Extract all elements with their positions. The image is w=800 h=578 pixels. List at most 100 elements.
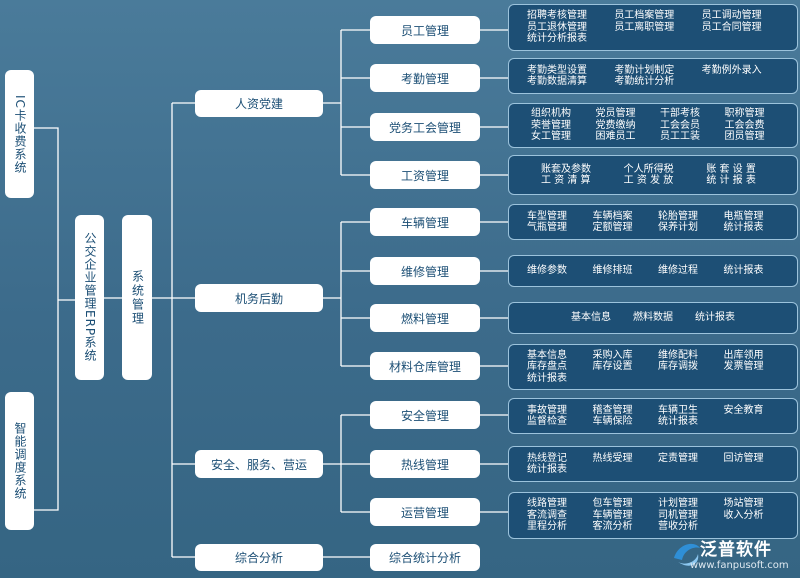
detail-item: 统计报表 [527, 372, 567, 384]
detail-item: 工 资 发 放 [623, 175, 674, 186]
attendance-management-label: 考勤管理 [400, 71, 449, 86]
left-connector [34, 127, 59, 511]
detail-row: 组织机构党员管理干部考核职称管理 [531, 108, 789, 120]
detail-item: 发票管理 [723, 361, 764, 373]
vehicle-management-label: 车辆管理 [400, 215, 449, 230]
detail-item: 里程分析 [527, 521, 567, 533]
detail-row: 统计报表 [527, 464, 789, 476]
material-warehouse-box: 材料仓库管理 [370, 352, 480, 380]
party-union-detail-box: 组织机构党员管理干部考核职称管理 荣誉管理党费缴纳工会会员工会会费 女工管理困难… [508, 103, 798, 148]
detail-item: 考勤计划制定 [614, 64, 675, 76]
detail-item: 员工档案管理 [614, 10, 675, 22]
attendance-detail-box: 考勤类型设置考勤计划制定考勤例外录入 考勤数据清算考勤统计分析 [508, 58, 798, 94]
detail-item: 组织机构 [531, 108, 571, 120]
detail-item: 定责管理 [658, 452, 698, 464]
staff-management-box: 员工管理 [370, 16, 480, 44]
detail-row: 工 资 清 算工 资 发 放统 计 报 表 [541, 175, 789, 187]
comprehensive-statistics-label: 综合统计分析 [388, 551, 461, 565]
safety-service-ops-box: 安全、服务、营运 [195, 450, 323, 478]
detail-item: 营收分析 [658, 521, 698, 533]
detail-item: 车辆保险 [592, 416, 633, 427]
attendance-management-box: 考勤管理 [370, 64, 480, 92]
detail-item: 基本信息 [571, 312, 611, 324]
staff-management-label: 员工管理 [400, 23, 449, 38]
system-management-label: 系统管理 [130, 269, 145, 326]
comprehensive-analysis-box: 综合分析 [195, 544, 323, 571]
detail-item: 气瓶管理 [527, 222, 567, 233]
detail-item: 定额管理 [592, 222, 633, 233]
erp-system-box: 公交企业管理ERP系统 [75, 215, 104, 380]
operations-management-box: 运营管理 [370, 498, 480, 526]
detail-item: 荣誉管理 [531, 119, 571, 131]
fanpu-logo-icon [674, 543, 700, 566]
detail-row: 气瓶管理 定额管理 保养计划 统计报表 [527, 222, 789, 234]
detail-item: 热线受理 [592, 452, 633, 464]
detail-item: 保养计划 [658, 222, 698, 233]
detail-row: 考勤类型设置考勤计划制定考勤例外录入 [527, 65, 789, 77]
detail-item: 客流调查 [527, 509, 567, 521]
detail-item: 统计报表 [723, 222, 764, 233]
detail-item: 工 资 清 算 [541, 175, 591, 186]
detail-item: 维修配料 [658, 349, 698, 361]
detail-row: 热线登记 热线受理 定责管理 回访管理 [527, 453, 789, 465]
repair-detail-box: 维修参数维修排班维修过程统计报表 [508, 255, 798, 287]
detail-item: 统 计 报 表 [706, 175, 756, 186]
detail-item: 车辆卫生 [658, 404, 698, 416]
operations-detail-box: 线路管理包车管理计划管理场站管理 客流调查车辆管理司机管理收入分析 里程分析客流… [508, 492, 798, 539]
detail-item: 员工离职管理 [614, 21, 675, 33]
detail-item: 基本信息 [527, 349, 567, 361]
detail-item: 客流分析 [592, 521, 633, 533]
detail-row: 员工退休管理员工离职管理员工合同管理 [527, 22, 789, 34]
vehicle-management-box: 车辆管理 [370, 208, 480, 236]
detail-row: 客流调查车辆管理司机管理收入分析 [527, 510, 789, 522]
smart-dispatch-system-box: 智能调度系统 [5, 392, 34, 530]
detail-item: 统计报表 [658, 416, 698, 427]
detail-item: 出库领用 [723, 349, 764, 361]
detail-item: 工会会员 [660, 119, 700, 131]
detail-item: 干部考核 [660, 108, 700, 120]
logistics-label: 机务后勤 [234, 291, 283, 306]
hotline-management-label: 热线管理 [400, 457, 449, 472]
fuel-management-label: 燃料管理 [400, 311, 449, 326]
detail-item: 团员管理 [724, 131, 765, 143]
repair-management-label: 维修管理 [400, 264, 449, 279]
detail-item: 考勤数据清算 [527, 76, 587, 87]
detail-item: 事故管理 [527, 404, 567, 416]
detail-item: 轮胎管理 [658, 210, 698, 222]
detail-item: 员工工装 [660, 131, 700, 143]
detail-row: 统计报表 [527, 373, 789, 385]
detail-item: 党费缴纳 [595, 119, 636, 131]
detail-item: 维修排班 [592, 265, 633, 277]
detail-item: 账 套 设 置 [706, 163, 756, 175]
detail-row: 账套及参数个人所得税账 套 设 置 [541, 164, 789, 176]
detail-item: 司机管理 [658, 509, 698, 521]
detail-row: 监督检查车辆保险统计报表 [527, 416, 789, 428]
detail-item: 回访管理 [723, 452, 764, 464]
erp-system-label: 公交企业管理ERP系统 [83, 232, 97, 363]
smart-dispatch-system-label: 智能调度系统 [13, 422, 27, 500]
party-union-management-label: 党务工会管理 [388, 120, 461, 135]
salary-management-label: 工资管理 [400, 168, 449, 183]
detail-item: 燃料数据 [633, 312, 673, 324]
vehicle-detail-box: 车型管理车辆档案轮胎管理电瓶管理 气瓶管理定额管理保养计划统计报表 [508, 204, 798, 240]
detail-item: 个人所得税 [623, 163, 674, 175]
detail-row: 女工管理困难员工员工工装团员管理 [531, 131, 789, 143]
detail-item: 场站管理 [723, 498, 764, 510]
detail-row: 荣誉管理党费缴纳工会会员工会会费 [531, 120, 789, 132]
detail-item: 收入分析 [723, 509, 764, 521]
fuel-detail-box: 基本信息燃料数据统计报表 [508, 302, 798, 334]
detail-item: 计划管理 [658, 498, 698, 510]
detail-row: 线路管理包车管理计划管理场站管理 [527, 498, 789, 510]
detail-row: 统计分析报表 [527, 33, 789, 45]
detail-item: 员工退休管理 [527, 21, 587, 33]
detail-item: 库存设置 [592, 361, 633, 373]
detail-item: 热线登记 [527, 452, 567, 464]
detail-item: 库存调拨 [658, 361, 698, 373]
detail-item: 统计报表 [723, 265, 764, 277]
detail-item: 困难员工 [595, 131, 636, 143]
detail-item: 维修过程 [658, 265, 698, 277]
staff-detail-box: 招聘考核管理员工档案管理员工调动管理 员工退休管理员工离职管理员工合同管理 统计… [508, 4, 798, 51]
material-warehouse-label: 材料仓库管理 [388, 359, 461, 374]
